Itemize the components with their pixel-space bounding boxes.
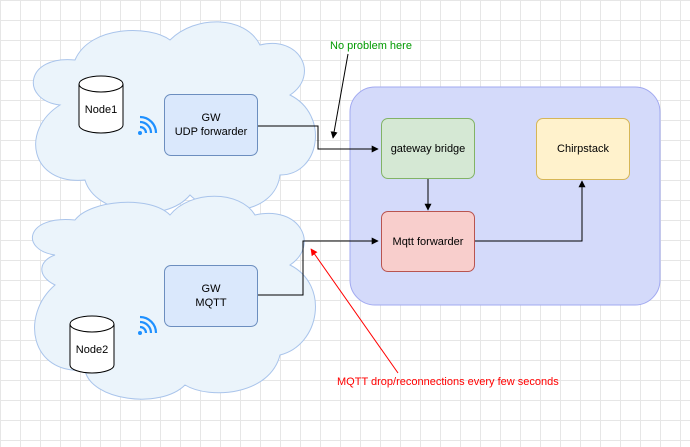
- node1-label: Node1: [84, 104, 118, 116]
- mqtt-drop-annotation: MQTT drop/reconnections every few second…: [337, 376, 559, 388]
- gw-udp-forwarder-label: GW UDP forwarder: [174, 112, 248, 138]
- connector-udp-to-bridge: [258, 125, 379, 153]
- gateway-bridge-label: gateway bridge: [390, 142, 466, 155]
- mqtt-forwarder-label: Mqtt forwarder: [392, 235, 464, 248]
- gw-mqtt-box[interactable]: GW MQTT: [164, 265, 258, 327]
- database-icon: [78, 75, 124, 134]
- node2-label: Node2: [75, 344, 109, 356]
- connector-mqttgw-to-forwarder: [258, 237, 379, 296]
- database-icon: [69, 315, 115, 374]
- gw-udp-forwarder-box[interactable]: GW UDP forwarder: [164, 94, 258, 156]
- annotation-arrow-mqtt-drop: [310, 248, 399, 374]
- wifi-icon: [138, 315, 158, 335]
- no-problem-annotation: No problem here: [330, 40, 412, 52]
- chirpstack-box[interactable]: Chirpstack: [536, 118, 630, 180]
- gw-mqtt-label: GW MQTT: [195, 283, 227, 309]
- chirpstack-label: Chirpstack: [557, 143, 609, 155]
- wifi-icon: [138, 115, 158, 135]
- mqtt-forwarder-box[interactable]: Mqtt forwarder: [381, 211, 475, 272]
- connector-forwarder-to-chirpstack: [475, 180, 586, 242]
- annotation-arrow-no-problem: [330, 53, 349, 139]
- gateway-bridge-box[interactable]: gateway bridge: [381, 118, 475, 179]
